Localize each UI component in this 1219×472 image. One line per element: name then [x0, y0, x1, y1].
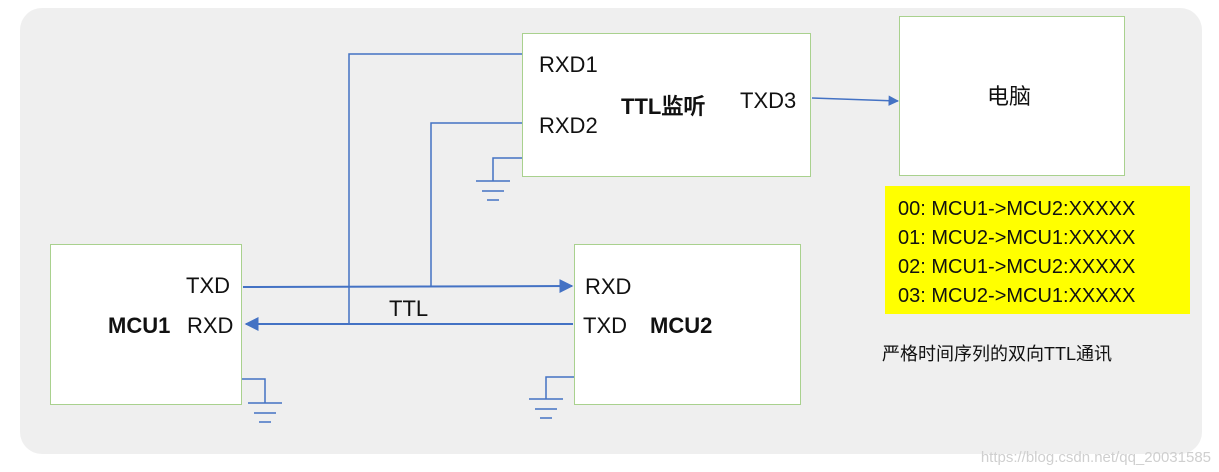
monitor-port-txd3: TXD3: [740, 88, 797, 113]
mcu1-port-txd: TXD: [186, 273, 230, 298]
wire-tap-rxd2: [430, 122, 522, 287]
mcu2-port-rxd: RXD: [585, 274, 632, 299]
mcu1-box: [50, 244, 242, 405]
watermark: https://blog.csdn.net/qq_20031585: [980, 449, 1211, 466]
ground-mcu2: [529, 376, 574, 419]
mcu1-port-rxd: RXD: [187, 313, 234, 338]
pc-box: [899, 16, 1125, 176]
mcu2-port-txd: TXD: [583, 313, 627, 338]
sequence-item: 03: MCU2->MCU1:XXXXX: [898, 285, 1136, 307]
monitor-title: TTL监听: [621, 94, 706, 119]
diagram-caption: 严格时间序列的双向TTL通讯: [882, 344, 1112, 364]
sequence-item: 01: MCU2->MCU1:XXXXX: [898, 227, 1136, 249]
wire-tap-rxd1: [348, 53, 522, 324]
ground-monitor: [476, 157, 522, 201]
pc-title: 电脑: [987, 84, 1032, 109]
monitor-port-rxd2: RXD2: [539, 113, 598, 138]
sequence-item: 00: MCU1->MCU2:XXXXX: [898, 198, 1136, 220]
bus-label: TTL: [389, 296, 429, 321]
sequence-highlight: [885, 186, 1190, 314]
sequence-item: 02: MCU1->MCU2:XXXXX: [898, 256, 1136, 278]
wire-mcu1-txd-to-mcu2-rxd: [242, 279, 574, 294]
wire-txd3-to-pc: [811, 95, 900, 106]
mcu2-title: MCU2: [650, 313, 713, 338]
ground-mcu1: [242, 378, 282, 423]
mcu1-title: MCU1: [108, 313, 171, 338]
mcu2-box: [574, 244, 801, 405]
monitor-port-rxd1: RXD1: [539, 52, 598, 77]
ttl-monitor-box: [522, 33, 811, 177]
